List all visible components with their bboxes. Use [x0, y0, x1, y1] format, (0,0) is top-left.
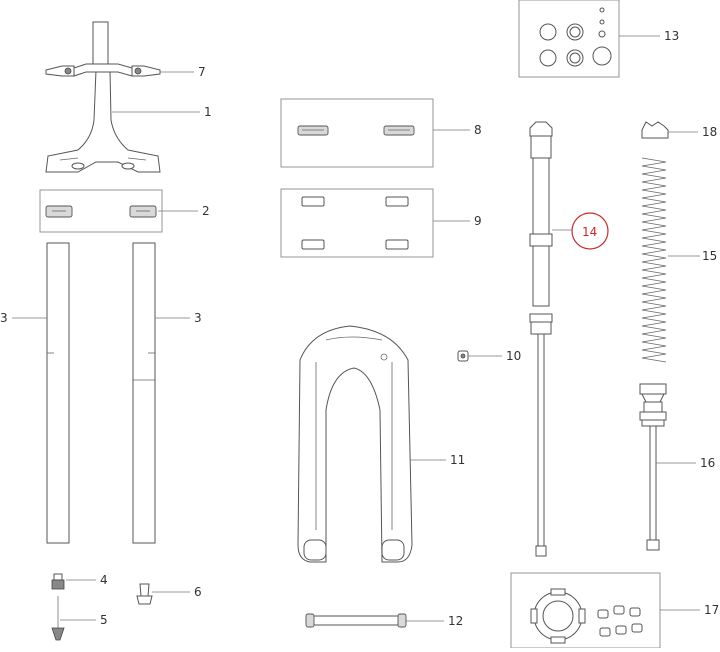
part-dust-wipers [280, 98, 434, 168]
callout-1: 1 [204, 105, 212, 119]
callout-14: 14 [582, 225, 597, 239]
callout-13: 13 [664, 29, 679, 43]
callout-7: 7 [198, 65, 206, 79]
callout-4: 4 [100, 573, 108, 587]
part-top-cap [641, 121, 669, 139]
callout-10: 10 [506, 349, 521, 363]
part-brake-adapter [510, 572, 661, 649]
callout-14-highlight-ring [571, 212, 609, 250]
part-valve-small [51, 573, 65, 590]
part-stanchions [46, 242, 156, 544]
part-axle [305, 613, 407, 628]
callout-3-left: 3 [0, 311, 8, 325]
callout-2: 2 [202, 204, 210, 218]
callout-8: 8 [474, 123, 482, 137]
part-small-plug [457, 350, 469, 362]
part-seal-kit [39, 189, 163, 233]
part-bolt-set [597, 605, 643, 637]
part-damper-cartridge [529, 121, 553, 557]
callout-11: 11 [450, 453, 465, 467]
part-crown-steerer [45, 21, 161, 173]
callout-15: 15 [702, 249, 717, 263]
part-foam-rings [280, 188, 434, 258]
part-rod-small [51, 596, 65, 641]
callout-6: 6 [194, 585, 202, 599]
callout-12: 12 [448, 614, 463, 628]
callout-3-right: 3 [194, 311, 202, 325]
part-crown-bolts [45, 63, 161, 77]
callout-9: 9 [474, 214, 482, 228]
callout-18: 18 [702, 125, 717, 139]
callout-17: 17 [704, 603, 719, 617]
part-lower-legs [297, 325, 413, 563]
part-oring-kit [518, 0, 620, 78]
callout-5: 5 [100, 613, 108, 627]
callout-16: 16 [700, 456, 715, 470]
part-coil-spring [641, 157, 667, 363]
part-spring-shaft [639, 383, 667, 551]
part-air-valve [136, 583, 153, 605]
